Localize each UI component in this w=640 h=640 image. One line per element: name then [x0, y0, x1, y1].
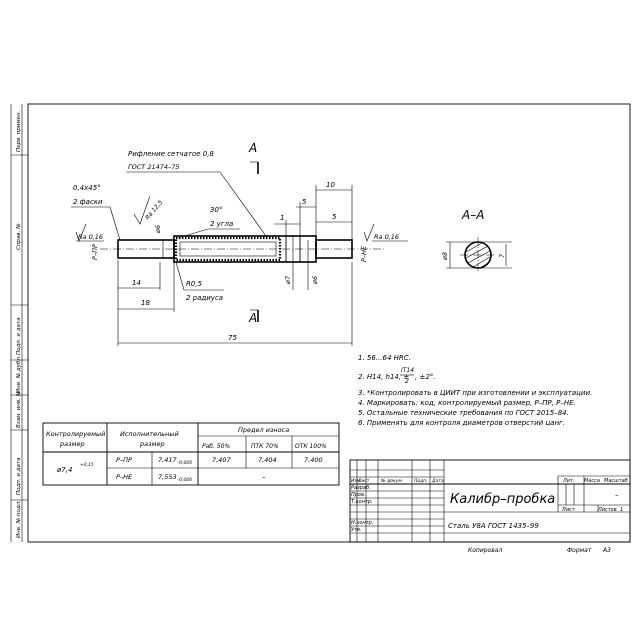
dim-10: 10 — [326, 181, 335, 189]
footer-copied: Копировал — [468, 547, 502, 554]
side-stamp-label: Перв. примен. — [16, 110, 22, 152]
no-go-pin — [315, 239, 353, 259]
tb-hdr-lit: Лит. — [562, 478, 575, 484]
section-title: A–A — [461, 208, 484, 222]
note-2-fraction-den: 2 — [405, 378, 409, 385]
table-sub-work: Раб. 50% — [202, 443, 230, 450]
note-4: 4. Маркировать: код, контролируемый разм… — [358, 399, 576, 407]
section-dia: ø8 — [441, 252, 449, 261]
tb-role: Н.контр. — [351, 520, 373, 526]
gauge-main-view: A A Рифление сетчатое 0,8 ГОСТ 21474–75 … — [71, 141, 408, 346]
note-2-tail: , ±2°. — [415, 373, 436, 381]
section-mark-bottom: A — [248, 311, 257, 325]
section-mark-top: A — [248, 141, 257, 155]
footer-format-value: А3 — [602, 547, 611, 554]
note-6: 6. Применять для контроля диаметров отве… — [358, 419, 565, 427]
note-5: 5. Остальные технические требования по Г… — [358, 409, 569, 417]
side-stamp-label: Подп. и дата — [16, 317, 22, 355]
table-row-exec: 7,417 — [158, 456, 177, 464]
dim-75: 75 — [228, 334, 237, 342]
table-row-label: Р–НЕ — [116, 473, 133, 481]
section-flat: 7 — [498, 253, 506, 258]
note-2: 2. H14, h14, ± — [358, 373, 409, 381]
tb-hdr-mass: Масса — [584, 478, 600, 484]
side-stamp: Перв. примен. Справ. № Подп. и дата Инв.… — [11, 110, 28, 538]
tb-col-head: № докум. — [380, 478, 403, 484]
tb-material: Сталь У8А ГОСТ 1435–99 — [448, 522, 539, 530]
side-stamp-label: Взам. инв. № — [16, 390, 22, 428]
table-row-tol: –0,006 — [177, 477, 192, 483]
side-stamp-label: Инв. № дубл. — [16, 355, 22, 393]
tb-hdr-scale: Масштаб — [604, 478, 628, 484]
dim-5-upper: 5 — [302, 198, 307, 206]
side-label-nogo: Р–НЕ — [360, 245, 368, 262]
knurl-note-std: ГОСТ 21474–75 — [128, 163, 180, 171]
table-row-ptk: 7,404 — [258, 456, 277, 464]
tb-role: Т.контр. — [351, 499, 373, 505]
roughness-left: Ra 0,16 — [78, 233, 103, 241]
footer-format: Формат — [567, 547, 592, 554]
table-row-work: 7,407 — [212, 456, 231, 464]
chamfer-note: 0,4x45° — [73, 184, 101, 192]
tb-role: Утв. — [351, 527, 362, 533]
tb-part-name: Калибр–пробка — [450, 492, 555, 507]
angle-note: 30° — [210, 206, 222, 214]
table-row-exec: 7,553 — [158, 473, 177, 481]
tb-role: Разраб. — [351, 485, 371, 491]
tb-sheets-value: 1 — [620, 507, 623, 513]
side-stamp-label: Инв. № подл. — [16, 500, 22, 538]
dim-14: 14 — [132, 279, 141, 287]
knurl-zone — [174, 236, 282, 262]
table-sub-otk: ОТК 100% — [295, 443, 327, 450]
roughness-right: Ra 0,16 — [374, 233, 399, 241]
sheet-frame — [27, 103, 631, 543]
table-head-control: Контролируемый — [46, 430, 105, 438]
table-size-tol: +0,15 — [80, 462, 94, 468]
note-1: 1. 56...64 HRC. — [358, 354, 411, 362]
tb-col-head: Изм — [351, 478, 361, 484]
dim-dia-left: ø6 — [154, 225, 162, 234]
side-stamp-label: Подп. и дата — [16, 457, 22, 495]
tb-scale-value: – — [615, 491, 619, 499]
tb-role: Пров. — [351, 492, 366, 498]
dim-5-right: 5 — [332, 213, 337, 221]
tb-sheet: Лист — [561, 507, 576, 513]
table-head-exec: размер — [139, 440, 165, 448]
table-head-limit: Предел износа — [238, 426, 289, 434]
dim-dia-right: ø6 — [311, 276, 319, 285]
section-hatching — [465, 241, 491, 269]
tb-col-head: Лист — [357, 478, 370, 484]
table-head-control: размер — [59, 440, 85, 448]
dim-18: 18 — [141, 299, 150, 307]
dim-dia-neck: ø7 — [284, 275, 292, 285]
title-block: Изм Лист № докум. Подп. Дата Разраб. Про… — [349, 459, 631, 543]
dim-1: 1 — [280, 214, 284, 222]
side-stamp-label: Справ. № — [16, 223, 22, 250]
table-sub-ptk: ПТК 70% — [251, 443, 279, 450]
section-view: A–A ø8 7 — [441, 208, 512, 273]
radius-note-count: 2 радиуса — [186, 294, 223, 302]
note-3: 3. *Контролировать в ЦИИТ при изготовлен… — [358, 389, 592, 397]
table-row-tol: –0,006 — [177, 460, 192, 466]
side-label-go: Р–ПР — [91, 244, 99, 260]
table-row-label: Р–ПР — [116, 456, 132, 464]
table-row-otk: 7,400 — [304, 456, 323, 464]
tb-col-head: Дата — [431, 478, 444, 484]
note-2-fraction-num: IT14 — [401, 367, 414, 374]
chamfer-note-count: 2 фаски — [73, 198, 103, 206]
angle-note-count: 2 угла — [210, 220, 233, 228]
table-head-exec: Исполнительный — [120, 430, 179, 438]
wear-limit-table: Контролируемый размер Исполнительный раз… — [42, 422, 340, 486]
table-size: ø7,4 — [56, 466, 72, 474]
table-row-limit: – — [262, 473, 266, 481]
tb-col-head: Подп. — [414, 478, 428, 484]
roughness-top: Ra 12,5 — [144, 199, 164, 221]
knurl-note: Рифление сетчатое 0,8 — [128, 150, 214, 158]
tb-sheets: Листов — [597, 507, 617, 513]
radius-note: R0,5 — [186, 280, 203, 288]
technical-notes: 1. 56...64 HRC. 2. H14, h14, ± IT14 2 , … — [358, 354, 592, 427]
